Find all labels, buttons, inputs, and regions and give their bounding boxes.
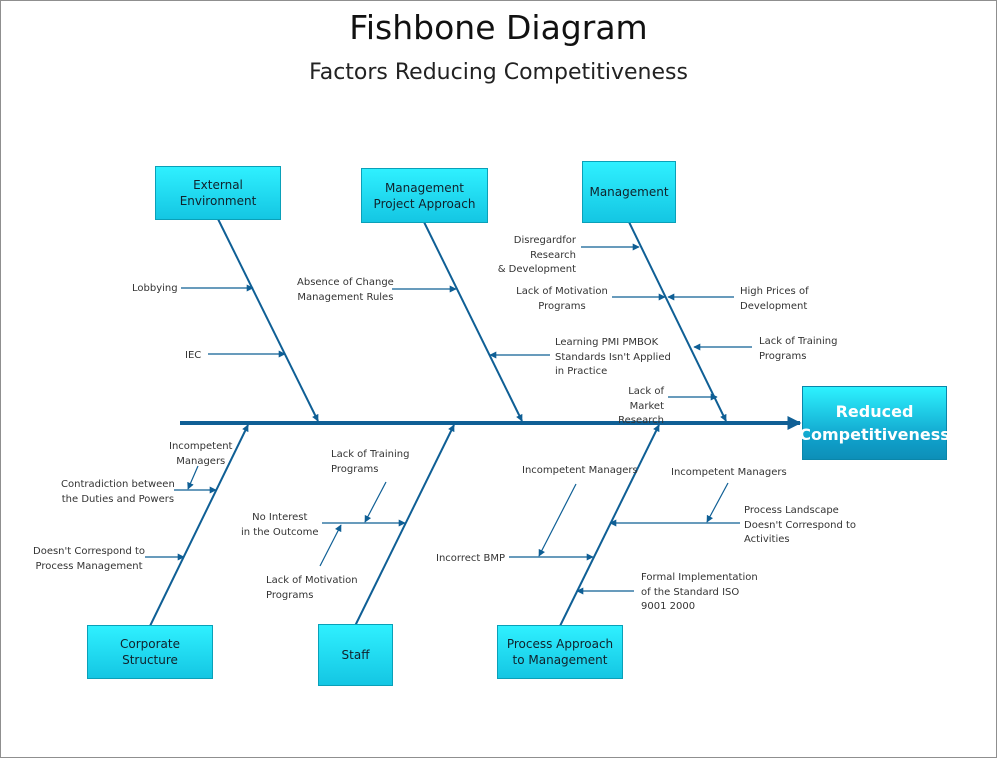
- cause-arrow-incompetent-proc2: [706, 482, 729, 523]
- cause-lack-motivation-staff: Lack of Motivation Programs: [266, 575, 358, 601]
- category-staff: Staff: [318, 624, 393, 686]
- cause-process-landscape: Process Landscape Doesn't Correspond to …: [744, 505, 857, 545]
- cause-high-prices: High Prices of Development: [740, 286, 809, 312]
- bone-corporate-structure: [149, 424, 249, 627]
- category-management: Management: [582, 161, 676, 223]
- effect-box: Reduced Competitiveness: [799, 386, 950, 460]
- category-process-approach: Process Approach to Management: [497, 625, 623, 679]
- category-external-environment: External Environment: [155, 166, 281, 220]
- bone-external-environment: [217, 218, 319, 422]
- cause-arrow-incompetent-corp: [187, 465, 199, 490]
- cause-lack-training-mgmt: Lack of Training Programs: [759, 336, 838, 362]
- page-subtitle: Factors Reducing Competitiveness: [309, 60, 688, 85]
- cause-lack-motivation-mgmt: Lack of Motivation Programs: [516, 286, 608, 312]
- cause-absence-of-change: Absence of Change Management Rules: [297, 277, 394, 303]
- cause-disregard-research: Disregardfor Research & Development: [497, 235, 576, 275]
- cause-lack-training-staff: Lack of Training Programs: [331, 449, 410, 475]
- cause-lobbying: Lobbying: [132, 283, 178, 294]
- bone-management-project-approach: [423, 221, 523, 422]
- cause-incompetent-managers-corp: Incompetent Managers: [169, 441, 233, 467]
- page-title: Fishbone Diagram: [349, 8, 648, 47]
- cause-formal-implementation: Formal Implementation of the Standard IS…: [641, 572, 758, 612]
- bone-management: [628, 221, 727, 422]
- cause-doesnt-correspond: Doesn't Correspond to Process Management: [33, 546, 146, 572]
- cause-arrow-incompetent-proc1: [538, 483, 577, 557]
- cause-no-interest: No Interest in the Outcome: [241, 512, 319, 538]
- cause-lack-market-research: Lack of Market Research: [618, 386, 664, 426]
- category-management-project-approach: Management Project Approach: [361, 168, 488, 223]
- cause-arrow-lack-motivation-staff: [319, 524, 342, 567]
- cause-incompetent-managers-proc1: Incompetent Managers: [522, 465, 638, 476]
- cause-iec: IEC: [185, 350, 202, 361]
- category-corporate-structure: Corporate Structure: [87, 625, 213, 679]
- cause-contradiction: Contradiction between the Duties and Pow…: [61, 479, 175, 505]
- cause-incompetent-managers-proc2: Incompetent Managers: [671, 467, 787, 478]
- cause-incorrect-bmp: Incorrect BMP: [436, 553, 505, 564]
- cause-learning-pmi: Learning PMI PMBOK Standards Isn't Appli…: [555, 337, 671, 377]
- cause-arrow-lack-training-staff: [364, 481, 387, 523]
